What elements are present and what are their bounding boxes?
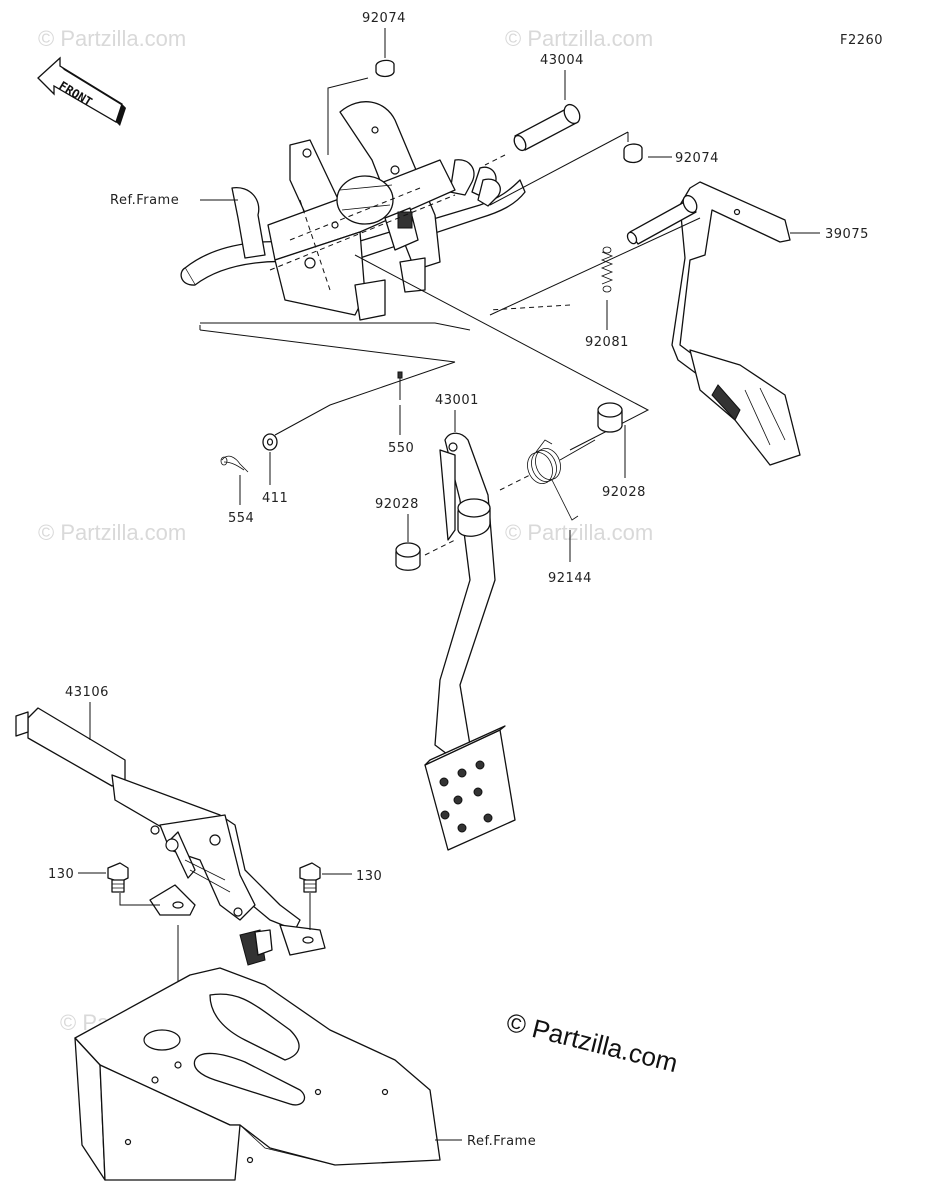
- bolt-130-right: [299, 862, 321, 893]
- watermark-main: © Partzilla.com: [504, 1007, 681, 1078]
- label-554: 554: [228, 511, 254, 526]
- ref-frame-top-label: Ref.Frame: [110, 193, 179, 208]
- ref-frame-bottom-label: Ref.Frame: [467, 1134, 536, 1149]
- hand-brake-lever-43106: [15, 707, 326, 966]
- label-130-left: 130: [48, 867, 74, 882]
- label-92081: 92081: [585, 335, 629, 350]
- label-92074-right: 92074: [675, 151, 719, 166]
- cotter-pin-554: [220, 455, 249, 473]
- label-92144: 92144: [548, 571, 592, 586]
- spring-92081: [489, 246, 614, 330]
- label-43001: 43001: [435, 393, 479, 408]
- watermarks: © Partzilla.com © Partzilla.com © Partzi…: [38, 26, 653, 1035]
- label-43106: 43106: [65, 685, 109, 700]
- watermark-top-right: © Partzilla.com: [505, 26, 653, 51]
- pedal-pad-holes: [439, 760, 493, 833]
- label-92028-right: 92028: [602, 485, 646, 500]
- pedal-39075: [626, 181, 801, 466]
- diagram-code: F2260: [840, 33, 883, 48]
- watermark-mid-right: © Partzilla.com: [505, 520, 653, 545]
- bushing-92028-right: [597, 402, 623, 433]
- pedal-43001: [424, 432, 516, 851]
- floor-frame: [74, 967, 441, 1181]
- label-92028-left: 92028: [375, 497, 419, 512]
- bolt-130-left: [107, 862, 129, 893]
- front-arrow-icon: FRONT: [37, 56, 126, 126]
- watermark-mid-left: © Partzilla.com: [38, 520, 186, 545]
- washer-411: [262, 433, 278, 451]
- pedal-bracket-frame: [180, 101, 526, 321]
- label-92074-top: 92074: [362, 11, 406, 26]
- spring-92144: [499, 439, 596, 562]
- label-411: 411: [262, 491, 288, 506]
- label-550: 550: [388, 441, 414, 456]
- label-43004: 43004: [540, 53, 584, 68]
- cap-92074-top: [327, 59, 395, 155]
- cap-92074-right: [489, 131, 643, 206]
- bushing-92028-left: [395, 539, 456, 571]
- pin-550: [397, 371, 403, 400]
- watermark-top-left: © Partzilla.com: [38, 26, 186, 51]
- pin-43004: [484, 103, 581, 166]
- label-130-right: 130: [356, 869, 382, 884]
- label-39075: 39075: [825, 227, 869, 242]
